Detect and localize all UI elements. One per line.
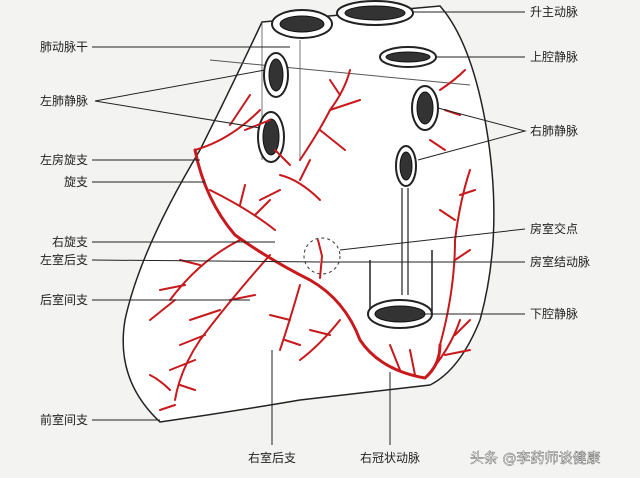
label-inferior-vena-cava: 下腔静脉	[530, 306, 578, 321]
atrium-edge	[209, 59, 471, 86]
label-av-node-artery: 房室结动脉	[530, 254, 590, 269]
label-left-pulmonary-veins: 左肺静脉	[40, 93, 88, 108]
coronary-arteries	[149, 69, 476, 411]
label-crux: 房室交点	[530, 221, 578, 236]
label-right-ventricular-posterior: 右室后支	[248, 450, 296, 465]
label-left-atrial-circumflex: 左房旋支	[40, 152, 88, 167]
label-right-pulmonary-veins: 右肺静脉	[530, 123, 578, 138]
label-circumflex: 旋支	[64, 175, 88, 189]
crux-marker	[303, 237, 341, 275]
label-right-coronary-artery: 右冠状动脉	[360, 450, 420, 465]
label-superior-vena-cava: 上腔静脉	[530, 49, 578, 64]
label-anterior-interventricular: 前室间支	[40, 412, 88, 427]
label-posterior-interventricular: 后室间支	[40, 292, 88, 307]
watermark: 头条 @李药师谈健康	[470, 450, 600, 467]
label-ascending-aorta: 升主动脉	[530, 4, 578, 19]
label-pulmonary-trunk: 肺动脉干	[40, 39, 88, 54]
label-right-circumflex: 右旋支	[52, 234, 88, 249]
label-left-ventricular-posterior: 左室后支	[40, 252, 88, 267]
